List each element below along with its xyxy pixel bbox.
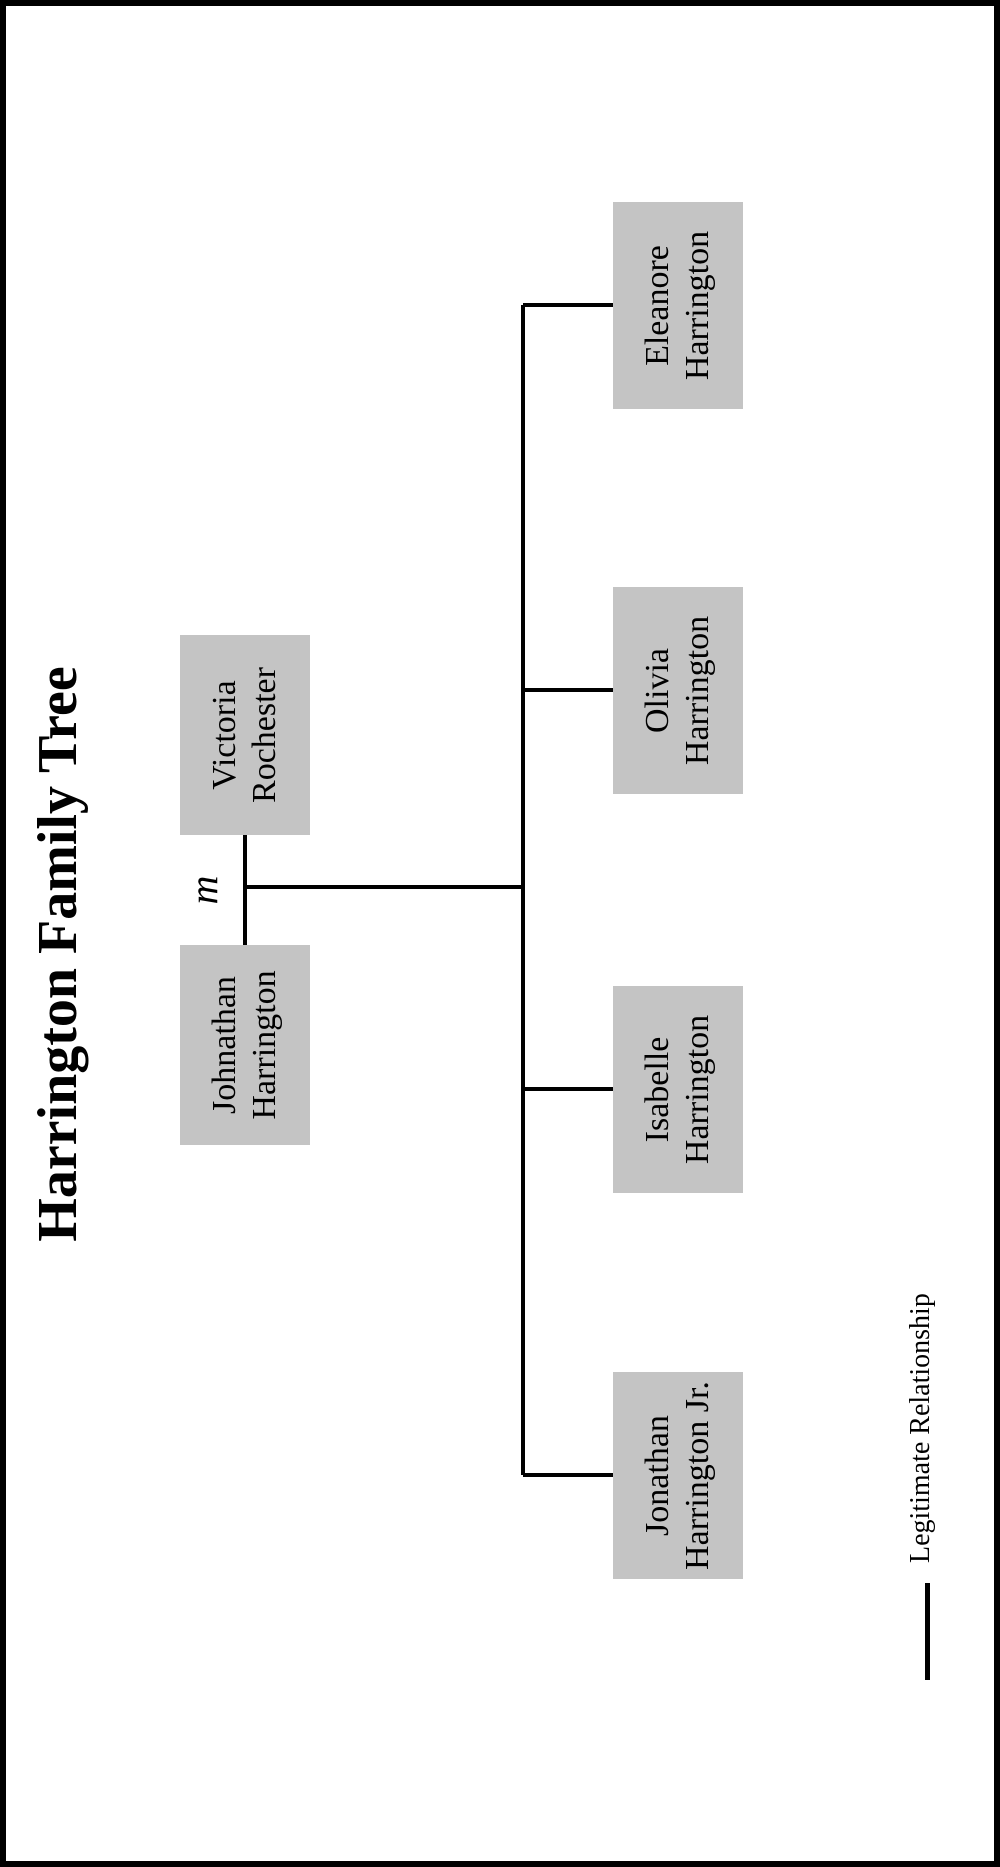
descent-line	[245, 885, 523, 889]
person-box-eleanore-harrington: Eleanore Harrington	[613, 202, 743, 409]
person-name-line1: Isabelle	[638, 1036, 676, 1143]
legend-line-sample	[925, 1583, 930, 1680]
marriage-line	[243, 835, 247, 945]
person-box-olivia-harrington: Olivia Harrington	[613, 587, 743, 794]
marriage-label: m	[181, 875, 226, 905]
person-box-jonathan-harrington-jr: Jonathan Harrington Jr.	[613, 1372, 743, 1579]
person-name-line1: Johnathan	[205, 976, 243, 1114]
person-name-line2: Harrington	[246, 970, 283, 1120]
person-name-line1: Jonathan	[638, 1415, 676, 1536]
legend-label: Legitimate Relationship	[905, 1293, 936, 1563]
child-drop-jonathan-jr	[523, 1473, 613, 1477]
person-name-line1: Eleanore	[638, 245, 676, 366]
person-name-line1: Victoria	[205, 680, 243, 790]
sibling-rail	[521, 305, 525, 1475]
diagram-title: Harrington Family Tree	[27, 666, 89, 1242]
person-box-johnathan-harrington: Johnathan Harrington	[180, 945, 310, 1145]
person-name-line2: Harrington	[679, 615, 716, 766]
person-name-line2: Harrington	[679, 1014, 716, 1165]
child-drop-olivia	[523, 688, 613, 692]
person-name-line2: Harrington Jr.	[679, 1381, 716, 1570]
person-box-victoria-rochester: Victoria Rochester	[180, 635, 310, 835]
child-drop-eleanore	[523, 303, 613, 307]
person-box-isabelle-harrington: Isabelle Harrington	[613, 986, 743, 1193]
person-name-line1: Olivia	[638, 648, 676, 733]
person-name-line2: Rochester	[246, 667, 283, 803]
child-drop-isabelle	[523, 1087, 613, 1091]
person-name-line2: Harrington	[679, 230, 716, 381]
